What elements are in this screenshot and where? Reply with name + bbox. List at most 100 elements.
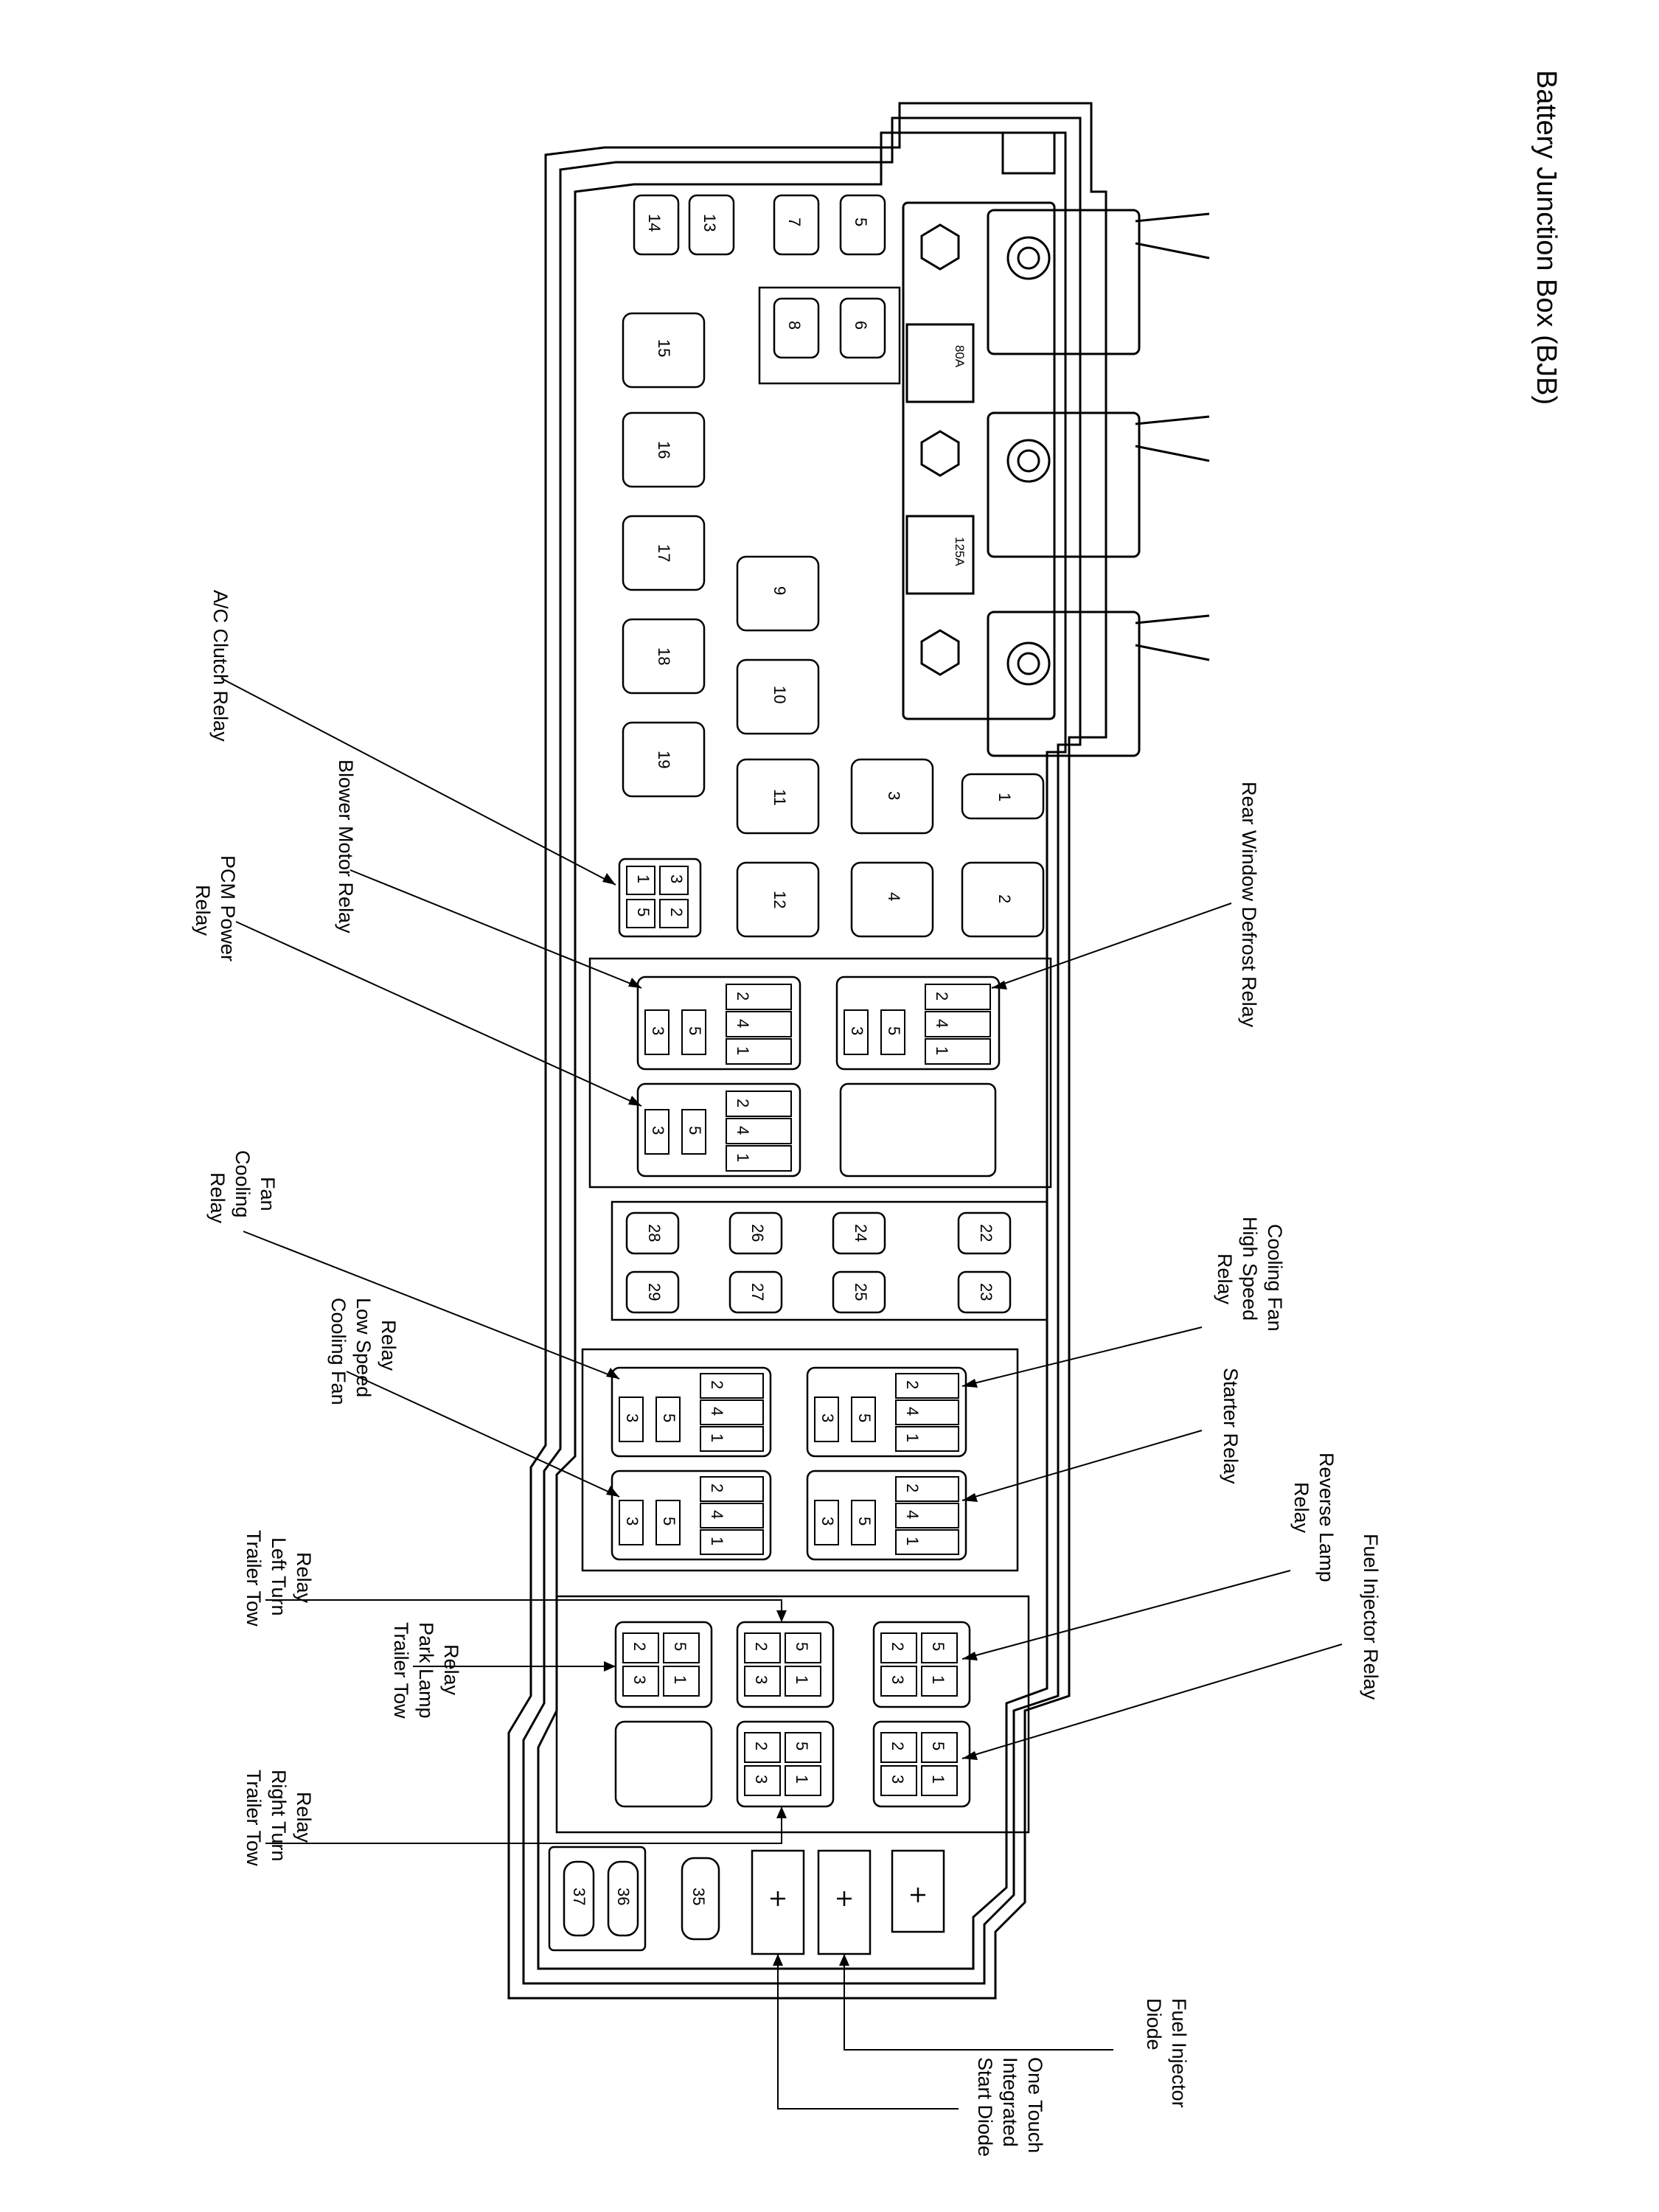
- rl-pin-2: 2: [888, 1642, 907, 1651]
- ac-pin-5: 5: [634, 908, 653, 917]
- square-fuses: [622, 312, 1045, 938]
- callout-trailer-left: Trailer Tow Left Turn Relay: [243, 1530, 315, 1627]
- ac-pin-3: 3: [667, 874, 686, 883]
- cfh-pin-2: 2: [903, 1380, 922, 1389]
- rl-pin-5: 5: [929, 1642, 947, 1651]
- callout-labels: A/C Clutch Relay Blower Motor Relay PCM …: [192, 590, 1382, 2157]
- svg-text:Cooling Fan: Cooling Fan: [327, 1298, 349, 1405]
- tlt-pin-2: 2: [752, 1642, 771, 1651]
- cf-pin-2: 2: [708, 1380, 726, 1389]
- trt-pin-1: 1: [793, 1775, 811, 1784]
- cfl-pin-4: 4: [708, 1510, 726, 1519]
- fuse-18-label: 18: [655, 647, 673, 665]
- blower-pin-5: 5: [686, 1026, 704, 1035]
- fuse-26-label: 26: [748, 1224, 767, 1242]
- tlt-pin-1: 1: [793, 1675, 811, 1684]
- svg-text:Right Turn: Right Turn: [268, 1770, 290, 1862]
- callout-starter: Starter Relay: [1220, 1368, 1242, 1484]
- fuse-125a-label: 125A: [953, 537, 967, 566]
- callout-fuel-injector-relay: Fuel Injector Relay: [1360, 1534, 1382, 1700]
- fuse-37-label: 37: [570, 1888, 588, 1905]
- svg-text:Rear Window Defrost Relay: Rear Window Defrost Relay: [1238, 782, 1260, 1028]
- ac-pin-1: 1: [634, 874, 653, 883]
- fuse-14-label: 14: [645, 214, 664, 232]
- fuse-36-label: 36: [614, 1888, 633, 1905]
- bottom-fuses: [548, 1846, 945, 1955]
- cfh-pin-4: 4: [903, 1407, 922, 1416]
- fuse-23-label: 23: [977, 1283, 995, 1301]
- trt-pin-3: 3: [752, 1775, 771, 1784]
- svg-text:Trailer Tow: Trailer Tow: [390, 1622, 412, 1719]
- svg-text:Left Turn: Left Turn: [268, 1537, 290, 1616]
- callout-blower-motor: Blower Motor Relay: [335, 759, 357, 933]
- rwd-pin-2: 2: [933, 992, 951, 1001]
- fuse-10-label: 10: [771, 686, 789, 703]
- fuse-22-label: 22: [977, 1224, 995, 1242]
- fuse-13-label: 13: [700, 214, 719, 232]
- mini-fuses-top: [633, 194, 901, 385]
- fi-pin-5: 5: [929, 1742, 947, 1750]
- callout-rear-window-defrost: Rear Window Defrost Relay: [1238, 782, 1260, 1028]
- fuse-8-label: 8: [785, 321, 804, 330]
- fuse-1-label: 1: [995, 793, 1014, 801]
- fuse-15-label: 15: [655, 339, 673, 357]
- fuse-80a-label-group: 80A: [953, 345, 967, 368]
- svg-text:High Speed: High Speed: [1239, 1217, 1261, 1321]
- pcm-pin-5: 5: [686, 1126, 704, 1135]
- fi-pin-2: 2: [888, 1742, 907, 1750]
- starter-relay: 2 4 1 3 5: [806, 1470, 967, 1561]
- fuse-7-label: 7: [785, 218, 804, 226]
- trailer-tow-right-turn-relay: 5 1 2 3: [736, 1720, 835, 1808]
- blower-pin-1: 1: [734, 1046, 752, 1055]
- cooling-fan-high-speed-relay: 2 4 1 3 5: [806, 1366, 967, 1458]
- svg-text:PCM Power: PCM Power: [217, 855, 239, 961]
- st-pin-2: 2: [903, 1484, 922, 1492]
- svg-text:Trailer Tow: Trailer Tow: [243, 1770, 265, 1866]
- pcm-pin-3: 3: [649, 1126, 667, 1135]
- tlt-pin-3: 3: [752, 1675, 771, 1684]
- fuel-injector-relay: 5 1 2 3: [872, 1720, 971, 1808]
- mini-fuses-middle: [611, 1200, 1048, 1321]
- callout-trailer-right: Trailer Tow Right Turn Relay: [243, 1770, 315, 1866]
- cf-pin-4: 4: [708, 1407, 726, 1416]
- tpl-pin-2: 2: [630, 1642, 649, 1651]
- callout-reverse-lamp: Reverse Lamp Relay: [1290, 1453, 1338, 1582]
- fuse-80a-label: 80A: [953, 345, 967, 368]
- diagram-title: Battery Junction Box (BJB): [1531, 70, 1562, 405]
- svg-text:Cooling Fan: Cooling Fan: [1264, 1224, 1286, 1332]
- cfh-pin-1: 1: [903, 1433, 922, 1442]
- svg-text:Fuel Injector Relay: Fuel Injector Relay: [1360, 1534, 1382, 1700]
- fuse-9-label: 9: [771, 586, 789, 595]
- blower-motor-relay: 2 4 1 3 5: [636, 975, 801, 1071]
- rear-window-defrost-relay: 2 4 1 3 5: [835, 975, 1001, 1071]
- relay-bay-upper: [588, 957, 1052, 1189]
- svg-text:A/C Clutch Relay: A/C Clutch Relay: [209, 590, 232, 742]
- fuse-19-label: 19: [655, 751, 673, 768]
- tlt-pin-5: 5: [793, 1642, 811, 1651]
- trailer-tow-park-lamp-relay: 5 1 2 3: [614, 1621, 713, 1708]
- rwd-pin-3: 3: [848, 1026, 866, 1035]
- svg-text:Fuel Injector: Fuel Injector: [1168, 1998, 1190, 2108]
- callout-cooling-fan: Cooling Fan Relay: [206, 1150, 279, 1224]
- pcm-power-relay: 2 4 1 3 5: [636, 1082, 801, 1178]
- tpl-pin-5: 5: [671, 1642, 689, 1651]
- empty-relay-slot: [839, 1082, 997, 1178]
- fuse-4-label: 4: [885, 892, 903, 901]
- svg-text:Relay: Relay: [440, 1644, 462, 1696]
- cf-pin-5: 5: [660, 1413, 678, 1422]
- cfh-pin-3: 3: [818, 1413, 837, 1422]
- reverse-lamp-relay: 5 1 2 3: [872, 1621, 971, 1708]
- callout-cooling-fan-high: Cooling Fan High Speed Relay: [1214, 1217, 1286, 1332]
- svg-text:Start Diode: Start Diode: [974, 2057, 996, 2157]
- svg-text:Relay: Relay: [293, 1792, 315, 1843]
- st-pin-1: 1: [903, 1537, 922, 1545]
- svg-text:Starter Relay: Starter Relay: [1220, 1368, 1242, 1484]
- pcm-pin-4: 4: [734, 1126, 752, 1135]
- mini-fuse-labels-middle: 28 29 26 27 24 25 22 23: [645, 1224, 995, 1301]
- trailer-tow-left-turn-relay: 5 1 2 3: [736, 1621, 835, 1708]
- trt-pin-5: 5: [793, 1742, 811, 1750]
- svg-text:Park Lamp: Park Lamp: [415, 1622, 437, 1719]
- fuse-5-label: 5: [852, 218, 870, 226]
- svg-text:Reverse Lamp: Reverse Lamp: [1315, 1453, 1338, 1582]
- cooling-fan-relay: 2 4 1 3 5: [611, 1366, 772, 1458]
